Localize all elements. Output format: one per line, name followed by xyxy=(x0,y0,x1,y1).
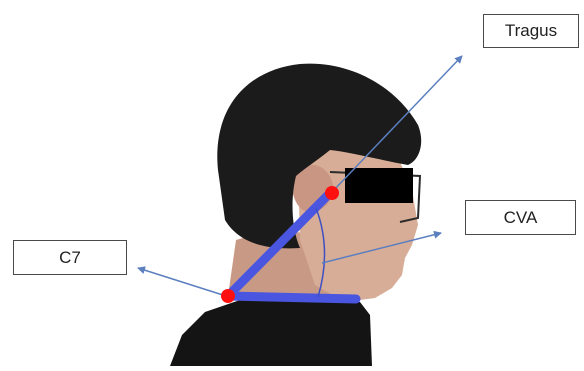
subject-photo xyxy=(170,64,421,366)
censor-bar xyxy=(345,168,413,203)
horizontal-reference-line xyxy=(228,296,356,299)
cva-label: CVA xyxy=(465,200,576,235)
shirt xyxy=(170,298,372,366)
c7-point xyxy=(221,289,235,303)
c7-label: C7 xyxy=(13,240,127,275)
tragus-label: Tragus xyxy=(483,14,579,48)
tragus-point xyxy=(325,186,339,200)
c7-pointer-arrow xyxy=(138,268,226,296)
